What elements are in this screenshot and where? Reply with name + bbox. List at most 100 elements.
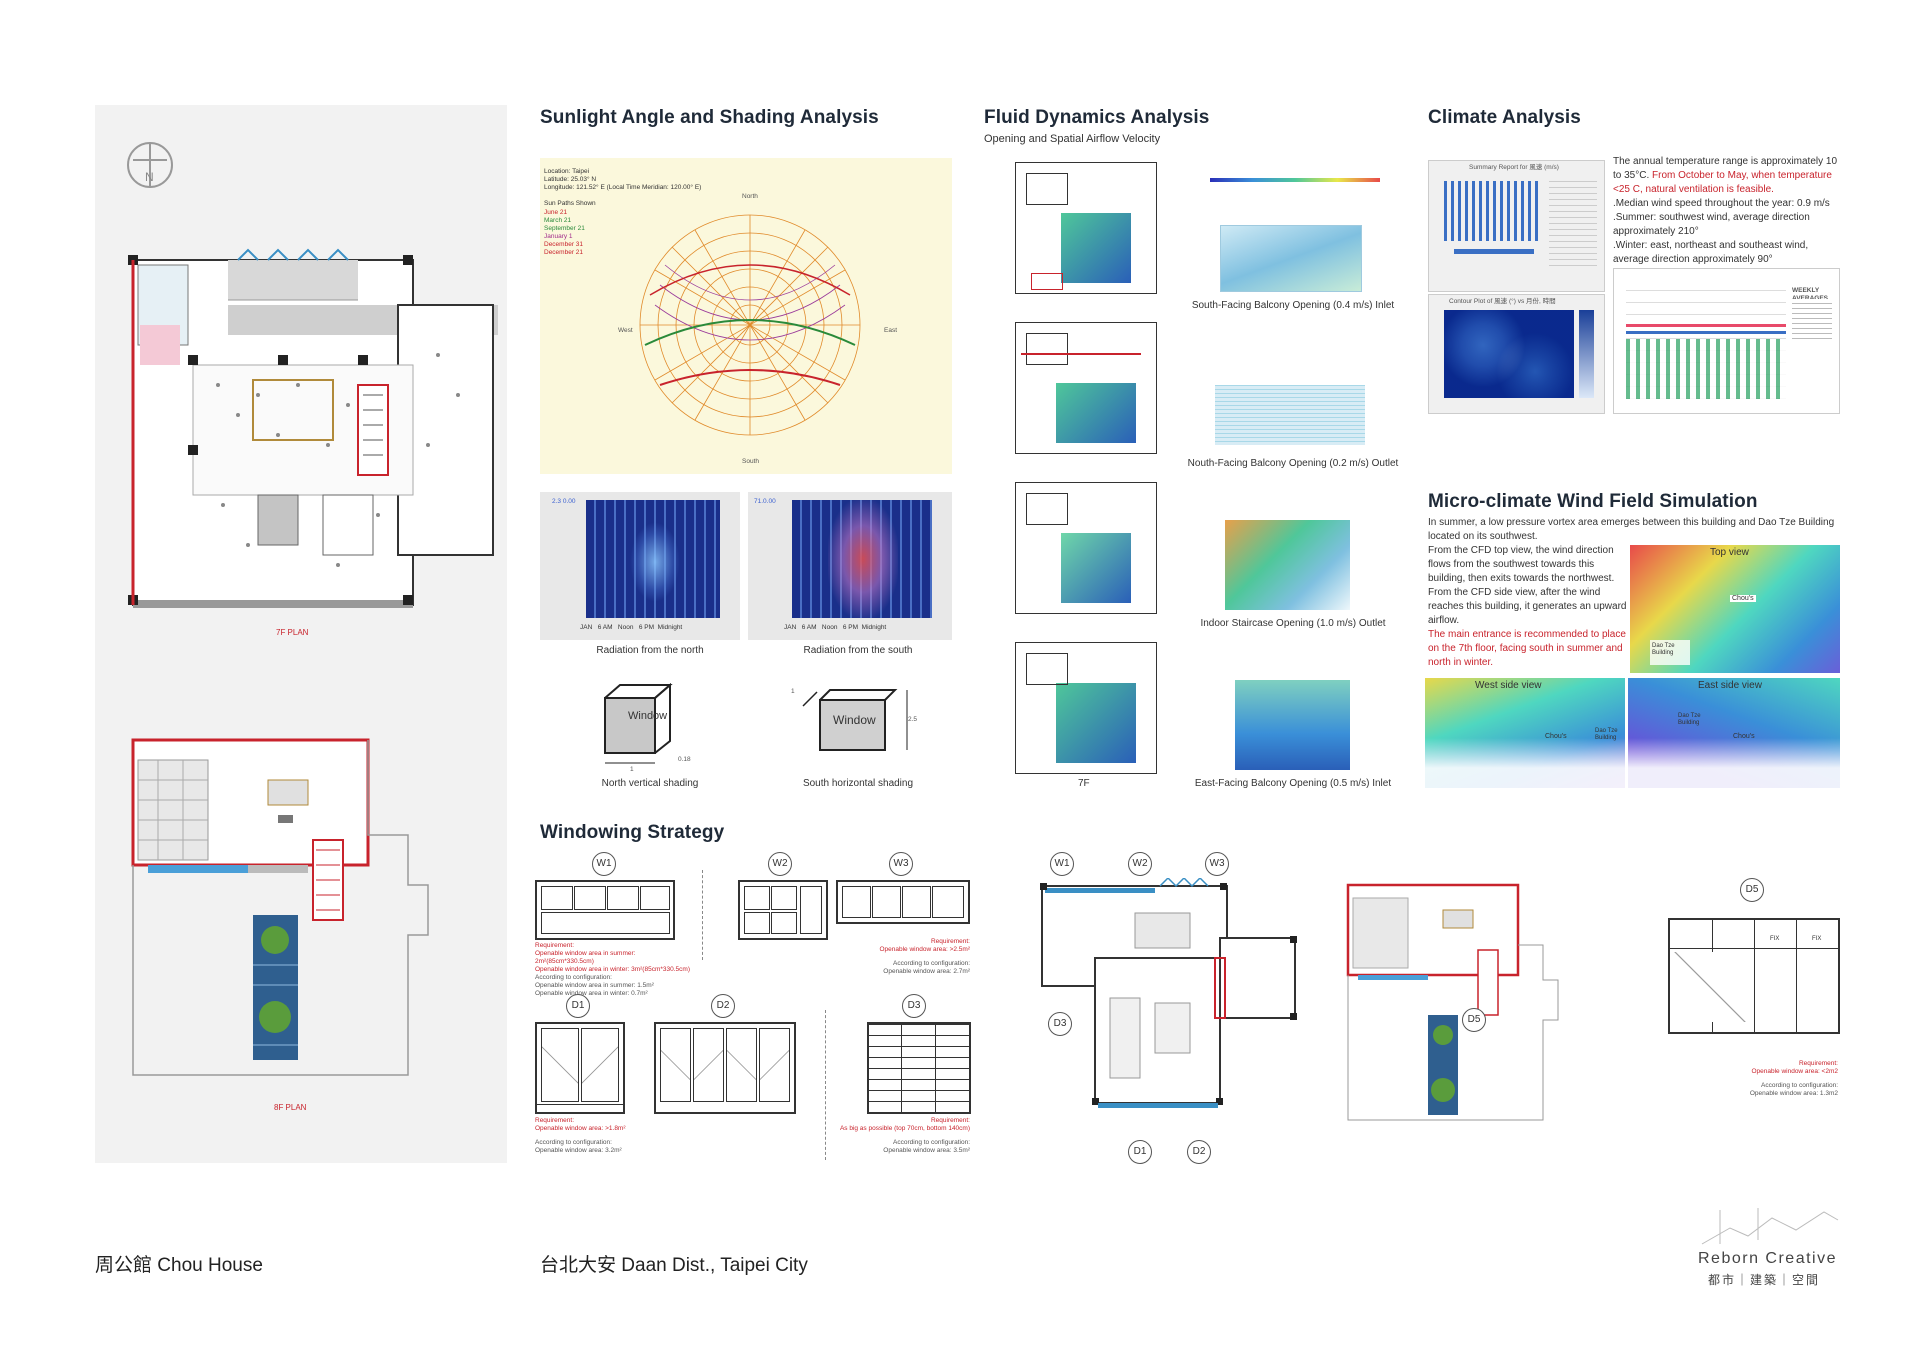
cfd-east-chou-label: Chou's xyxy=(1733,733,1755,740)
weekly-temperature-chart: WEEKLY AVERAGES xyxy=(1613,268,1840,414)
note-line: Requirement: xyxy=(930,1117,970,1124)
south-shading-dim: 2.5 xyxy=(908,716,918,723)
window-tag-w2: W2 xyxy=(768,852,792,876)
cfd-plan-1 xyxy=(1015,162,1157,294)
fix-label: FIX xyxy=(1812,936,1822,942)
door-elevation-d3 xyxy=(867,1022,971,1114)
south-shading-caption: South horizontal shading xyxy=(802,778,914,789)
keyplan-tag-w2: W2 xyxy=(1128,852,1152,876)
weekly-averages-title: WEEKLY AVERAGES xyxy=(1792,287,1828,302)
cfd-south-balcony-image xyxy=(1220,225,1362,292)
window-tag-w3: W3 xyxy=(889,852,913,876)
keyplan-tag-d3: D3 xyxy=(1048,1012,1072,1036)
legend-item: June 21 xyxy=(544,209,568,216)
keyplan-tag-w1: W1 xyxy=(1050,852,1074,876)
sunpath-longitude: Longitude: 121.52° E (Local Time Meridia… xyxy=(544,184,702,191)
note-line: Requirement: xyxy=(535,1117,575,1124)
climate-text-line: .Summer: southwest wind, average directi… xyxy=(1613,212,1810,237)
keyplan-tag-d5: D5 xyxy=(1462,1008,1486,1032)
cfd-top-dao-label: Dao Tze Building xyxy=(1652,643,1675,656)
note-line: Openable window area: <2m2 xyxy=(1751,1068,1838,1075)
north-shading-window-label: Window xyxy=(628,710,668,722)
radiation-south-chart: 71.0.00 JAN 6 AM Noon 6 PM Midnight xyxy=(748,492,952,640)
radiation-south-caption: Radiation from the south xyxy=(803,645,913,656)
keyplan-tag-w3: W3 xyxy=(1205,852,1229,876)
legend-item: December 21 xyxy=(544,249,584,256)
sunpath-south-label: South xyxy=(742,458,759,465)
wind-contour-chart: Contour Plot of 風速 (°) vs 月份, 時間 xyxy=(1428,294,1605,414)
note-line: Requirement: xyxy=(1798,1060,1838,1067)
sunpath-west-label: West xyxy=(618,327,633,334)
cfd-east-view: East side view Chou's Dao Tze Building xyxy=(1628,678,1840,788)
cfd-floor-label: 7F xyxy=(1078,778,1090,789)
window-tag-w1: W1 xyxy=(592,852,616,876)
fluid-title: Fluid Dynamics Analysis xyxy=(984,107,1210,128)
keyplan-8f xyxy=(1346,883,1559,1121)
keyplan-tag-d2: D2 xyxy=(1187,1140,1211,1164)
north-label: N xyxy=(145,170,154,184)
note-line: Openable window area in summer: 2m²(85cm… xyxy=(535,950,636,965)
radiation-south-value: 71.0.00 xyxy=(754,498,776,505)
door-note-d5: Requirement: Openable window area: <2m2 … xyxy=(1700,1060,1838,1098)
cfd-plan-4 xyxy=(1015,642,1157,774)
cfd-caption-1: South-Facing Balcony Opening (0.4 m/s) I… xyxy=(1191,300,1395,311)
cfd-caption-2: Nouth-Facing Balcony Opening (0.2 m/s) O… xyxy=(1187,458,1399,469)
plan-7f-label: 7F PLAN xyxy=(276,628,309,637)
door-note-d1: Requirement: Openable window area: >1.8m… xyxy=(535,1117,665,1155)
window-elevation-w1 xyxy=(535,880,675,940)
south-shading-dim-one: 1 xyxy=(791,688,795,695)
radiation-south-xaxis: JAN 6 AM Noon 6 PM Midnight xyxy=(784,624,887,631)
wind-summary-title: Summary Report for 風速 (m/s) xyxy=(1469,164,1559,171)
radiation-north-xaxis: JAN 6 AM Noon 6 PM Midnight xyxy=(580,624,683,631)
legend-item: September 21 xyxy=(544,225,585,232)
wind-summary-chart: Summary Report for 風速 (m/s) xyxy=(1428,160,1605,292)
note-line: Openable window area in summer: 1.5m² xyxy=(535,982,654,989)
wind-contour-title: Contour Plot of 風速 (°) vs 月份, 時間 xyxy=(1449,298,1556,305)
sunpath-east-label: East xyxy=(884,327,898,334)
sunpath-dome xyxy=(639,214,861,436)
cfd-plan-3 xyxy=(1015,482,1157,614)
microclimate-body-text: From the CFD top view, the wind directio… xyxy=(1428,545,1627,626)
cfd-top-chou-label: Chou's xyxy=(1730,595,1756,602)
climate-text-highlight: From October to May, when temperature <2… xyxy=(1613,170,1832,195)
sunpath-north-label: North xyxy=(742,193,758,200)
plan-8f-drawing xyxy=(131,738,429,1076)
cfd-caption-4: East-Facing Balcony Opening (0.5 m/s) In… xyxy=(1194,778,1392,789)
note-line: Openable window area: 3.2m² xyxy=(535,1147,622,1154)
north-vertical-shading-diagram xyxy=(604,683,673,764)
note-line: According to configuration: xyxy=(893,960,970,967)
cfd-east-view-label: East side view xyxy=(1698,680,1762,691)
door-elevation-d2 xyxy=(654,1022,796,1114)
sunlight-title: Sunlight Angle and Shading Analysis xyxy=(540,107,879,128)
door-tag-d1: D1 xyxy=(566,994,590,1018)
note-line: According to configuration: xyxy=(893,1139,970,1146)
door-tag-d2: D2 xyxy=(711,994,735,1018)
climate-text-intro: The annual temperature range is approxim… xyxy=(1613,156,1838,181)
north-shading-caption: North vertical shading xyxy=(601,778,699,789)
cfd-north-balcony-image xyxy=(1215,385,1365,445)
cfd-west-dao-label: Dao Tze Building xyxy=(1595,728,1618,741)
note-line: Openable window area: 1.3m2 xyxy=(1749,1090,1838,1097)
note-line: According to configuration: xyxy=(535,1139,612,1146)
legend-item: January 1 xyxy=(544,233,573,240)
fix-label: FIX xyxy=(1770,936,1780,942)
cfd-east-balcony-image xyxy=(1235,680,1350,770)
window-elevation-w2 xyxy=(738,880,828,940)
climate-text-line: .Winter: east, northeast and southeast w… xyxy=(1613,240,1809,265)
windowing-title: Windowing Strategy xyxy=(540,822,725,843)
microclimate-title: Micro-climate Wind Field Simulation xyxy=(1428,491,1758,512)
cfd-scale-bar xyxy=(1210,178,1380,182)
note-line: Openable window area: 3.5m² xyxy=(883,1147,970,1154)
window-divider xyxy=(825,1010,826,1160)
footer-location: 台北大安 Daan Dist., Taipei City xyxy=(540,1255,808,1276)
sunpath-latitude: Latitude: 25.03° N xyxy=(544,176,597,183)
door-elevation-d5: FIX FIX xyxy=(1668,918,1840,1034)
north-shading-dim-one: 1 xyxy=(630,766,634,773)
south-shading-window-label: Window xyxy=(833,713,876,727)
door-tag-d5: D5 xyxy=(1740,878,1764,902)
door-elevation-d1 xyxy=(535,1022,625,1114)
legend-item: December 31 xyxy=(544,241,584,248)
cfd-plan-2 xyxy=(1015,322,1157,454)
legend-item: March 21 xyxy=(544,217,572,224)
climate-text-line: .Median wind speed throughout the year: … xyxy=(1613,198,1830,209)
